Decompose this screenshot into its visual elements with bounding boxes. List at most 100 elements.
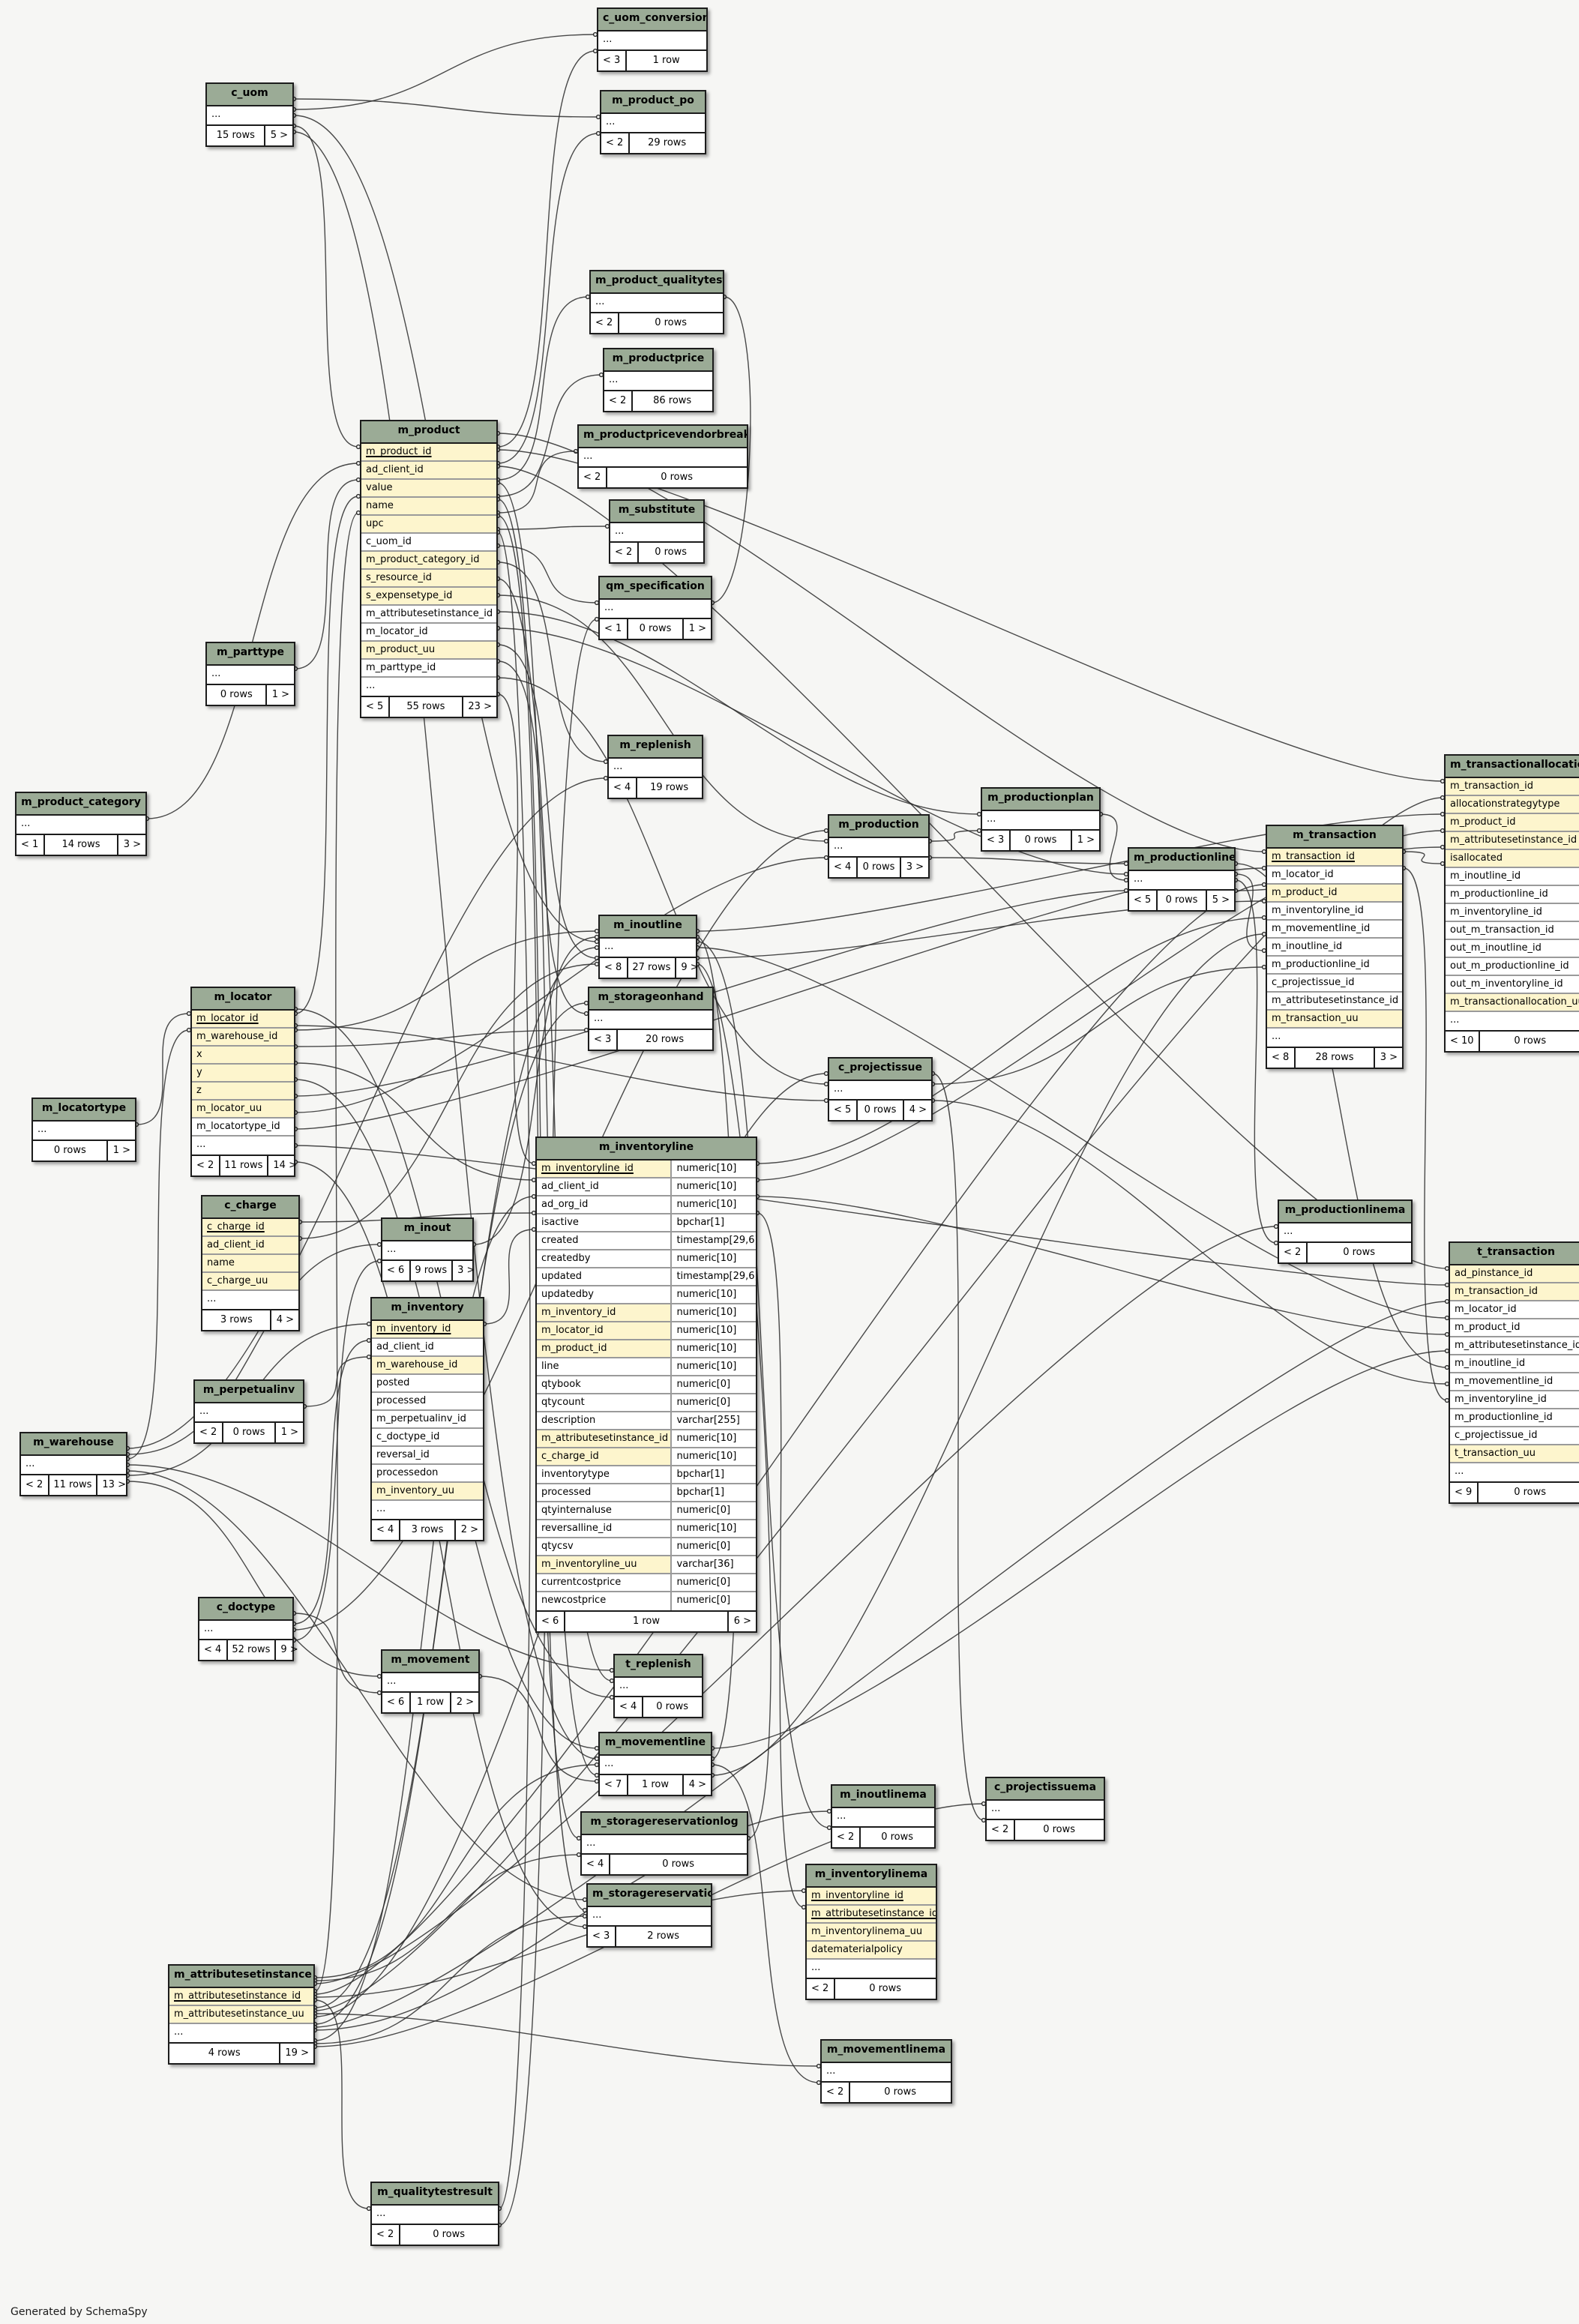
column-ellipsis: ... xyxy=(982,811,1099,829)
fk-child-count: 3 > xyxy=(451,1261,479,1280)
table-header-m_inoutlinema[interactable]: m_inoutlinema xyxy=(832,1786,934,1808)
table-header-m_parttype[interactable]: m_parttype xyxy=(207,643,294,666)
table-header-m_product[interactable]: m_product xyxy=(361,421,496,444)
table-header-m_inventorylinema[interactable]: m_inventorylinema xyxy=(807,1865,936,1888)
table-header-m_movementlinema[interactable]: m_movementlinema xyxy=(822,2041,951,2063)
table-header-m_movementline[interactable]: m_movementline xyxy=(600,1733,711,1756)
table-header-m_perpetualinv[interactable]: m_perpetualinv xyxy=(195,1381,303,1403)
table-header-m_movement[interactable]: m_movement xyxy=(382,1651,478,1673)
table-header-m_inventory[interactable]: m_inventory xyxy=(372,1298,483,1321)
table-header-c_charge[interactable]: c_charge xyxy=(202,1196,298,1219)
table-header-m_productionlinema[interactable]: m_productionlinema xyxy=(1279,1201,1411,1223)
column-ellipsis: ... xyxy=(591,294,723,312)
table-header-m_product_category[interactable]: m_product_category xyxy=(16,793,145,816)
table-header-m_transaction[interactable]: m_transaction xyxy=(1267,826,1402,849)
column-label: name xyxy=(207,1256,235,1268)
table-header-m_productionline[interactable]: m_productionline xyxy=(1129,849,1234,871)
table-header-m_storageonhand[interactable]: m_storageonhand xyxy=(589,988,712,1011)
table-header-m_locatortype[interactable]: m_locatortype xyxy=(33,1099,135,1122)
column-label: m_transaction_id xyxy=(1272,850,1355,862)
table-header-m_productpricevendorbreak[interactable]: m_productpricevendorbreak xyxy=(579,426,747,448)
table-header-m_warehouse[interactable]: m_warehouse xyxy=(21,1433,126,1456)
table-header-m_attributesetinstance[interactable]: m_attributesetinstance xyxy=(169,1966,313,1988)
table-header-m_substitute[interactable]: m_substitute xyxy=(610,501,703,523)
column-m_inventoryline_id: m_inventoryline_id xyxy=(1450,1391,1579,1409)
table-header-c_projectissuema[interactable]: c_projectissuema xyxy=(987,1778,1104,1801)
table-header-m_inventoryline[interactable]: m_inventoryline xyxy=(537,1138,756,1161)
column-label: reversal_id xyxy=(376,1448,430,1460)
table-header-m_transactionallocation[interactable]: m_transactionallocation xyxy=(1446,756,1579,778)
table-header-m_product_po[interactable]: m_product_po xyxy=(601,91,705,114)
column-m_locator_id: m_locator_id xyxy=(192,1011,294,1029)
table-header-m_production[interactable]: m_production xyxy=(829,816,928,838)
column-label: c_projectissue_id xyxy=(1272,976,1355,988)
column-out_m_inoutline_id: out_m_inoutline_id xyxy=(1446,940,1579,958)
table-header-c_uom_conversion[interactable]: c_uom_conversion xyxy=(598,9,706,31)
table-header-m_productionplan[interactable]: m_productionplan xyxy=(982,789,1099,811)
table-header-m_storagereservationlog[interactable]: m_storagereservationlog xyxy=(582,1813,747,1835)
fk-parent-count: < 1 xyxy=(16,835,45,855)
table-header-m_storagereservation[interactable]: m_storagereservation xyxy=(588,1885,711,1907)
table-header-m_qualitytestresult[interactable]: m_qualitytestresult xyxy=(372,2183,498,2206)
table-header-m_inoutline[interactable]: m_inoutline xyxy=(600,916,696,939)
table-header-t_replenish[interactable]: t_replenish xyxy=(615,1655,702,1678)
table-header-m_inout[interactable]: m_inout xyxy=(382,1219,472,1241)
table-header-m_productprice[interactable]: m_productprice xyxy=(604,349,712,372)
table-header-qm_specification[interactable]: qm_specification xyxy=(600,577,711,600)
table-header-t_transaction[interactable]: t_transaction xyxy=(1450,1243,1579,1265)
table-header-m_locator[interactable]: m_locator xyxy=(192,988,294,1011)
table-header-m_replenish[interactable]: m_replenish xyxy=(609,736,702,759)
row-count: 1 row xyxy=(416,1696,445,1708)
column-label: m_inventoryline_id xyxy=(1450,906,1542,918)
table-header-c_projectissue[interactable]: c_projectissue xyxy=(829,1059,931,1081)
table-header-c_doctype[interactable]: c_doctype xyxy=(199,1598,292,1621)
column-label: m_locator_id xyxy=(1272,868,1334,880)
table-header-m_product_qualitytest[interactable]: m_product_qualitytest xyxy=(591,271,723,294)
table-header-c_uom[interactable]: c_uom xyxy=(207,84,292,106)
column-label: ... xyxy=(1284,1225,1293,1237)
